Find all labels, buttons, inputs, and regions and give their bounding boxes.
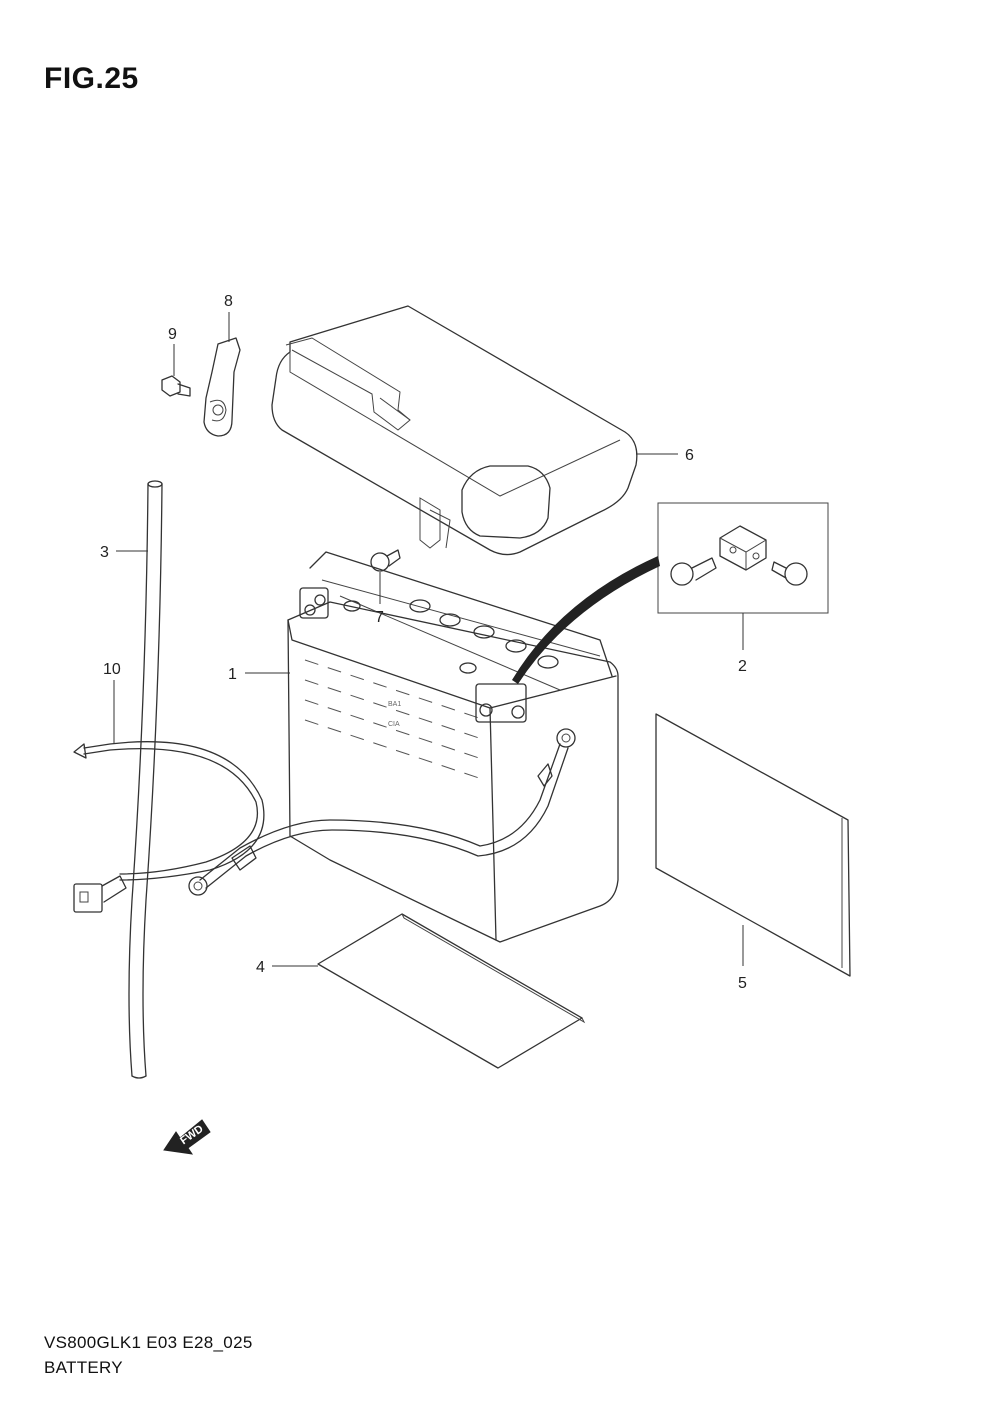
callout-8: 8 — [224, 293, 233, 310]
callout-3: 3 — [100, 544, 109, 561]
battery-cover-part[interactable] — [271, 305, 638, 556]
callout-10: 10 — [103, 661, 121, 678]
callout-5: 5 — [738, 975, 747, 992]
bolt-part[interactable] — [161, 375, 191, 397]
battery-pad-part[interactable] — [317, 913, 586, 1069]
leader-lines — [113, 312, 744, 967]
svg-text:BA1: BA1 — [388, 701, 401, 708]
battery-part[interactable]: BA1 CIA — [287, 551, 619, 943]
sensor-wire-part[interactable] — [73, 741, 265, 913]
battery-cable[interactable] — [188, 728, 576, 896]
callout-6: 6 — [685, 447, 694, 464]
model-code: VS800GLK1 E03 E28_025 — [44, 1333, 253, 1352]
terminal-bolt-set-part[interactable] — [512, 502, 829, 684]
section-name: BATTERY — [44, 1358, 123, 1377]
callout-2: 2 — [738, 658, 747, 675]
forward-arrow-icon: FWD — [163, 1119, 211, 1155]
callout-9: 9 — [168, 326, 177, 343]
callout-7: 7 — [375, 609, 384, 626]
instruction-sheet-part[interactable] — [655, 713, 851, 977]
cable-bracket-part[interactable] — [203, 337, 241, 437]
callout-4: 4 — [256, 959, 265, 976]
figure-title: FIG.25 — [44, 62, 139, 95]
svg-text:CIA: CIA — [388, 721, 400, 728]
callout-1: 1 — [228, 666, 237, 683]
terminal-screw-part[interactable] — [370, 549, 401, 572]
breather-hose-part[interactable] — [128, 480, 163, 1079]
